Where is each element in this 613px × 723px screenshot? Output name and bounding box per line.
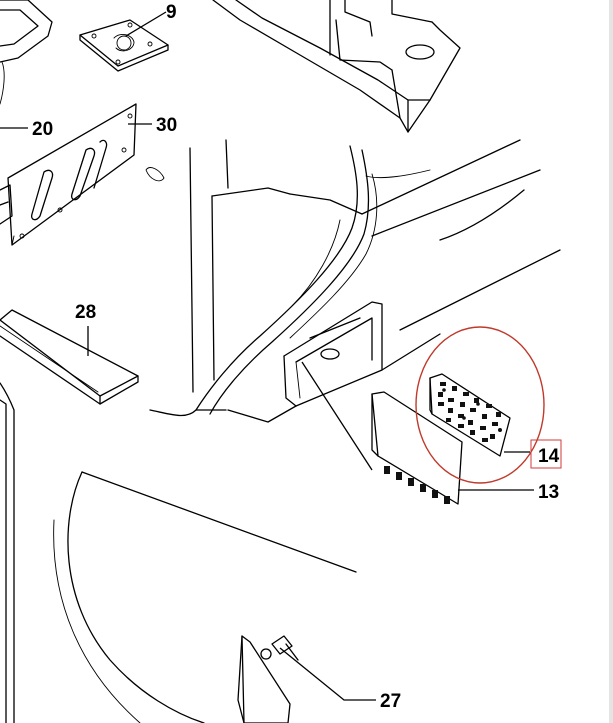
highlight-circle [415, 326, 545, 484]
leader-9 [125, 11, 167, 37]
part-14-circuit-board [429, 373, 511, 457]
window-edge [609, 0, 613, 723]
part-28-angle-bracket [0, 309, 139, 405]
callout-27: 27 [380, 691, 401, 712]
part-30-panel [0, 103, 137, 246]
board-components [438, 382, 502, 442]
callout-28: 28 [75, 302, 96, 323]
callout-20: 20 [32, 119, 53, 140]
top-cover-bracket [212, 0, 461, 133]
cab-body [145, 139, 561, 423]
part-9-plate [79, 19, 169, 72]
part-13-cover-plate [371, 391, 463, 505]
callout-30: 30 [156, 115, 177, 136]
leader-lines [0, 11, 534, 701]
top-left-bracket [0, 0, 53, 105]
callout-13: 13 [538, 482, 559, 503]
leader-mount [301, 361, 373, 471]
leader-27 [279, 647, 376, 701]
callout-9: 9 [166, 2, 177, 23]
part-27-bracket [237, 635, 291, 723]
callout-14: 14 [538, 446, 560, 467]
bolt-icon [271, 635, 299, 661]
fender-outline [0, 382, 357, 723]
connector-pins [384, 466, 450, 504]
label-14-highlight-box [530, 439, 562, 469]
